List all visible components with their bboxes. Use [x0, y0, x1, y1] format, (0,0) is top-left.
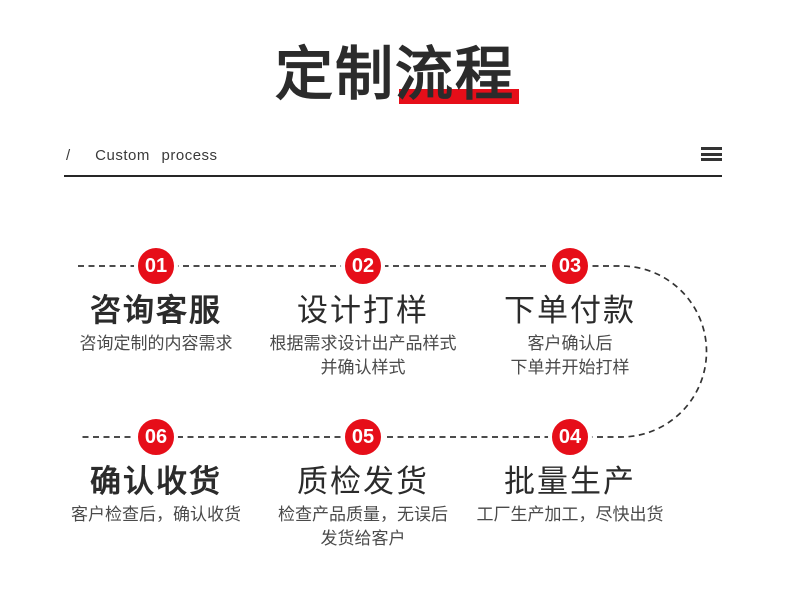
step-02-desc-line2: 并确认样式: [320, 358, 406, 377]
step-01-number-badge: 01: [134, 244, 178, 288]
step-06-desc: 客户检查后，确认收货: [71, 505, 241, 524]
step-05-desc-line1: 检查产品质量，无误后: [278, 505, 448, 524]
step-02-number-badge: 02: [341, 244, 385, 288]
title-underline-bar: [399, 89, 519, 104]
menu-icon-bar: [701, 158, 722, 161]
step-04: 04 批量生产 工厂生产加工，尽快出货: [440, 415, 700, 527]
menu-icon: [701, 147, 722, 161]
step-03-title: 下单付款: [504, 293, 636, 328]
step-02: 02 设计打样 根据需求设计出产品样式 并确认样式: [233, 244, 493, 380]
step-03-number-badge: 03: [548, 244, 592, 288]
step-06-number-badge: 06: [134, 415, 178, 459]
step-05-title: 质检发货: [297, 464, 429, 499]
header-divider: [64, 175, 722, 177]
subtitle-text: Custom process: [95, 147, 218, 164]
step-03-desc-line2: 下单并开始打样: [510, 358, 630, 377]
step-05-desc-line2: 发货给客户: [320, 529, 406, 548]
step-06: 06 确认收货 客户检查后，确认收货: [26, 415, 286, 527]
menu-icon-bar: [701, 152, 722, 156]
step-01-desc: 咨询定制的内容需求: [79, 334, 233, 353]
step-02-desc-line1: 根据需求设计出产品样式: [269, 334, 457, 353]
step-03-desc-line1: 客户确认后: [527, 334, 613, 353]
step-01: 01 咨询客服 咨询定制的内容需求: [26, 244, 286, 356]
menu-icon-bar: [701, 147, 722, 150]
subtitle-slash: /: [66, 147, 71, 164]
step-06-title: 确认收货: [90, 464, 222, 499]
step-04-desc: 工厂生产加工，尽快出货: [476, 505, 664, 524]
step-01-title: 咨询客服: [90, 293, 222, 328]
section-title: 定制流程: [0, 42, 790, 108]
step-02-title: 设计打样: [297, 293, 429, 328]
step-05: 05 质检发货 检查产品质量，无误后 发货给客户: [233, 415, 493, 551]
section-title-wrap: 定制流程: [274, 42, 519, 108]
step-05-desc: 检查产品质量，无误后 发货给客户: [233, 503, 493, 551]
step-03: 03 下单付款 客户确认后 下单并开始打样: [440, 244, 700, 380]
step-04-title: 批量生产: [504, 464, 636, 499]
step-04-number-badge: 04: [548, 415, 592, 459]
section-title-text: 定制流程: [274, 42, 515, 107]
step-05-number-badge: 05: [341, 415, 385, 459]
step-03-desc: 客户确认后 下单并开始打样: [440, 332, 700, 380]
step-02-desc: 根据需求设计出产品样式 并确认样式: [233, 332, 493, 380]
section-subtitle: / Custom process: [66, 147, 218, 164]
